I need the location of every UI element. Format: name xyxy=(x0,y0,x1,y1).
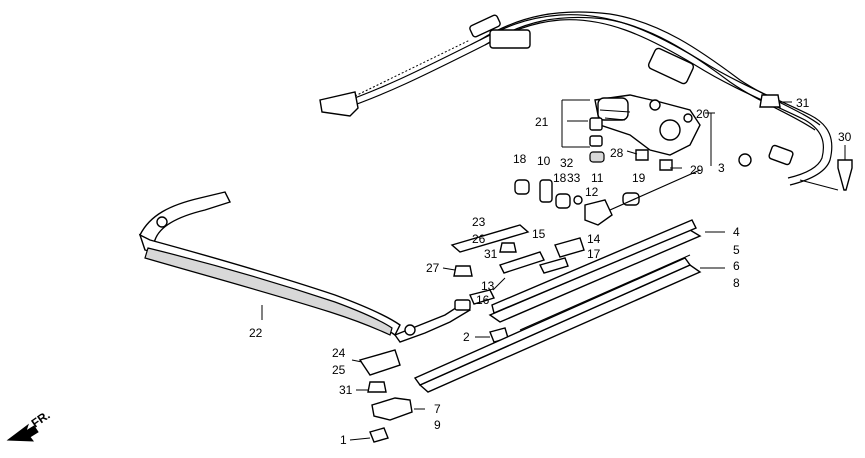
guide-rails xyxy=(413,219,702,393)
callout-33: 33 xyxy=(567,171,581,185)
plate-10 xyxy=(539,179,553,203)
callout-labels: 1 2 3 4 5 6 7 8 9 10 11 12 13 14 15 16 1… xyxy=(249,96,852,447)
nut-31-middle xyxy=(499,242,517,253)
bracket-11-12 xyxy=(584,199,613,226)
callout-25: 25 xyxy=(332,363,346,377)
sunroof-motor xyxy=(594,94,701,156)
grommet-18-right xyxy=(555,193,571,209)
callout-22: 22 xyxy=(249,326,263,340)
callout-7: 7 xyxy=(434,402,441,416)
leader-lines xyxy=(261,99,846,441)
callout-27: 27 xyxy=(426,261,440,275)
deflector-panel-23-26 xyxy=(450,224,530,253)
clip-16 xyxy=(469,289,495,305)
callout-6: 6 xyxy=(733,259,740,273)
spacer-upper xyxy=(589,117,603,131)
callout-9: 9 xyxy=(434,418,441,432)
callout-18-right: 18 xyxy=(553,171,567,185)
callout-11: 11 xyxy=(591,171,604,185)
callout-21: 21 xyxy=(535,115,549,129)
bolt-30 xyxy=(837,159,853,191)
callout-2: 2 xyxy=(463,330,470,344)
callout-28: 28 xyxy=(610,146,624,160)
drive-cable-assembly xyxy=(319,11,833,186)
nut-27 xyxy=(453,265,473,277)
screw-29 xyxy=(659,159,673,171)
callout-4: 4 xyxy=(733,225,740,239)
cushion-32 xyxy=(589,151,605,163)
callout-8: 8 xyxy=(733,276,740,290)
spacer-lower xyxy=(589,135,603,147)
front-arrow-icon xyxy=(6,423,39,442)
grommet-18-left xyxy=(514,179,530,195)
callout-12: 12 xyxy=(585,185,599,199)
link-13 xyxy=(499,251,545,274)
slider-15-17 xyxy=(554,237,585,258)
callout-31-top: 31 xyxy=(796,96,810,110)
callout-30: 30 xyxy=(838,130,852,144)
hardware-parts xyxy=(358,94,853,443)
clip-1 xyxy=(369,427,389,443)
callout-5: 5 xyxy=(733,243,740,257)
callout-31-lower: 31 xyxy=(339,383,353,397)
callout-20: 20 xyxy=(696,107,710,121)
callout-17: 17 xyxy=(587,247,601,261)
slider-7-9 xyxy=(371,397,413,421)
bolt-28 xyxy=(635,149,649,161)
nut-31-top xyxy=(759,94,781,108)
grommet xyxy=(738,153,752,167)
callout-18-left: 18 xyxy=(513,152,527,166)
nut-31-lower xyxy=(367,381,387,393)
callout-16: 16 xyxy=(476,293,490,307)
front-glass-guide-frame xyxy=(138,191,471,343)
callout-15: 15 xyxy=(532,227,546,241)
callout-13: 13 xyxy=(481,279,495,293)
callout-1: 1 xyxy=(340,433,347,447)
callout-24: 24 xyxy=(332,346,346,360)
callout-31-middle: 31 xyxy=(484,247,498,261)
callout-23: 23 xyxy=(472,215,486,229)
bracket-24-25 xyxy=(358,349,401,376)
front-direction-indicator: FR. xyxy=(6,408,53,442)
callout-32: 32 xyxy=(560,156,574,170)
callout-19: 19 xyxy=(632,171,646,185)
link-14 xyxy=(538,257,569,274)
washer-33 xyxy=(573,195,583,205)
callout-26: 26 xyxy=(472,232,486,246)
callout-14: 14 xyxy=(587,232,601,246)
callout-3: 3 xyxy=(718,161,725,175)
callout-10: 10 xyxy=(537,154,551,168)
callout-29: 29 xyxy=(690,163,704,177)
